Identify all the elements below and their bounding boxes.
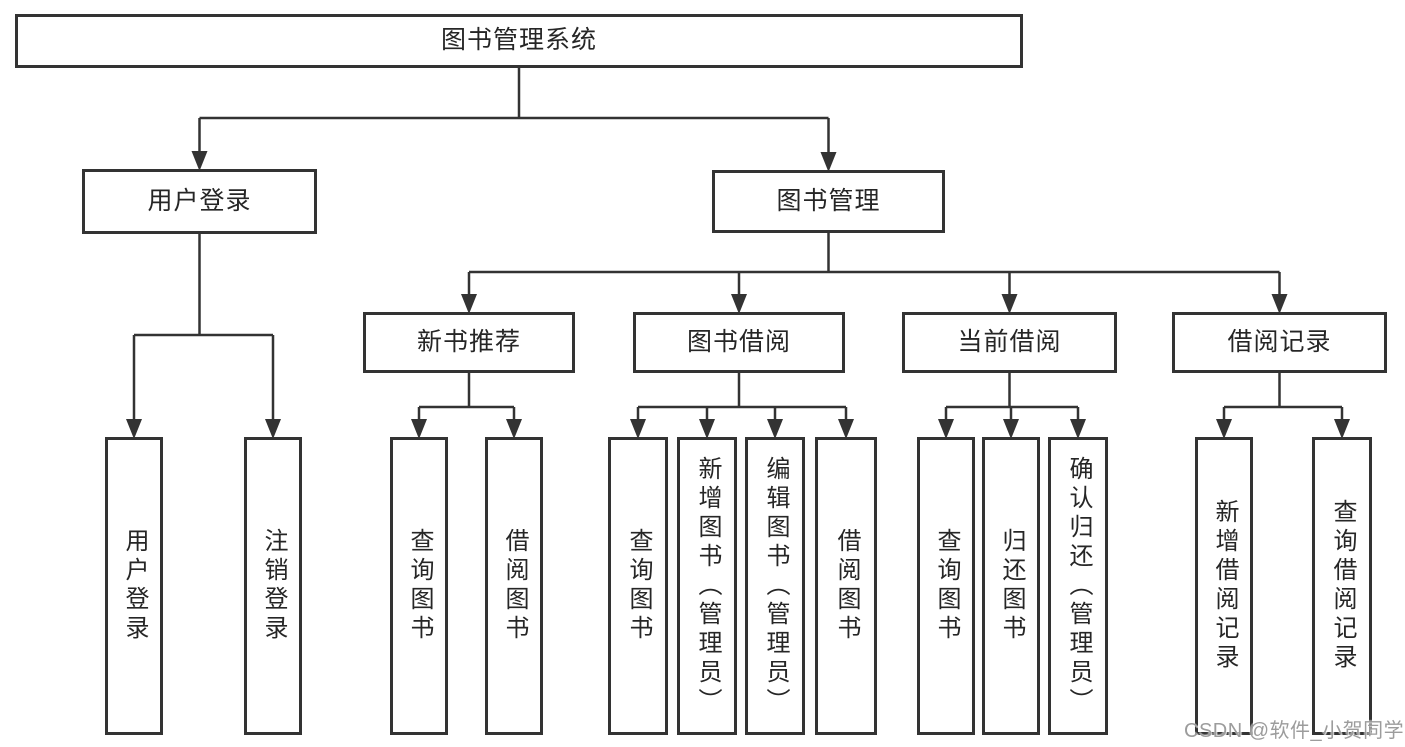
arrowhead-leaf-bb-edit (767, 419, 783, 439)
arrowhead-leaf-br-query (1334, 419, 1350, 439)
arrowhead-leaf-br-add (1216, 419, 1232, 439)
arrowhead-borrow-record (1271, 294, 1288, 314)
node-leaf-cb-return: 归还图书 (982, 437, 1040, 735)
arrowhead-leaf-cb-confirm (1070, 419, 1086, 439)
arrowhead-leaf-nb-query (411, 419, 427, 439)
arrowhead-leaf-bb-query (630, 419, 646, 439)
arrowhead-current-borrow (1001, 294, 1018, 314)
node-root: 图书管理系统 (15, 14, 1023, 68)
node-leaf-bb-query: 查询图书 (608, 437, 668, 735)
node-new-book-rec: 新书推荐 (363, 312, 575, 373)
node-leaf-bb-borrow: 借阅图书 (815, 437, 877, 735)
arrowhead-leaf-nb-borrow (506, 419, 522, 439)
arrowhead-leaf-logout (265, 419, 281, 439)
arrowhead-book-mgmt (820, 152, 837, 172)
arrowhead-leaf-bb-add (699, 419, 715, 439)
node-borrow-record: 借阅记录 (1172, 312, 1387, 373)
node-leaf-br-query: 查询借阅记录 (1312, 437, 1372, 735)
node-leaf-cb-confirm: 确认归还（管理员） (1048, 437, 1108, 735)
node-leaf-user-login: 用户登录 (105, 437, 163, 735)
node-current-borrow: 当前借阅 (902, 312, 1117, 373)
node-user-login: 用户登录 (82, 169, 317, 234)
watermark: CSDN @软件_小贺同学 (1184, 720, 1405, 742)
node-book-mgmt: 图书管理 (712, 170, 945, 233)
arrowhead-leaf-user-login (126, 419, 142, 439)
arrowhead-user-login (191, 151, 208, 171)
arrowhead-book-borrow (731, 294, 747, 314)
node-leaf-cb-query: 查询图书 (917, 437, 975, 735)
arrowhead-leaf-bb-borrow (838, 419, 854, 439)
node-leaf-nb-query: 查询图书 (390, 437, 448, 735)
node-leaf-nb-borrow: 借阅图书 (485, 437, 543, 735)
node-book-borrow: 图书借阅 (633, 312, 845, 373)
arrowhead-leaf-cb-return (1003, 419, 1019, 439)
arrowhead-leaf-cb-query (938, 419, 954, 439)
node-leaf-bb-add: 新增图书（管理员） (677, 437, 737, 735)
arrowhead-new-book-rec (461, 294, 477, 314)
node-leaf-bb-edit: 编辑图书（管理员） (745, 437, 805, 735)
node-leaf-logout: 注销登录 (244, 437, 302, 735)
node-leaf-br-add: 新增借阅记录 (1195, 437, 1253, 735)
